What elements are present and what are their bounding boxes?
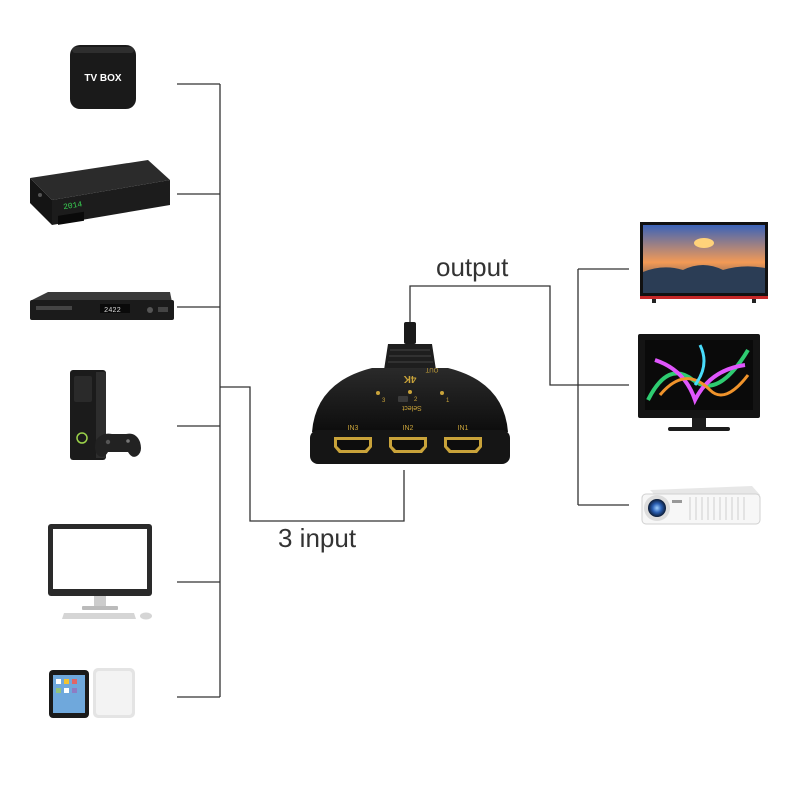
desktop-computer-icon — [48, 524, 152, 620]
hdmi-switch-icon: 4K OUT Select 3 2 1 IN3 IN2 IN1 — [310, 322, 510, 464]
projector-icon — [641, 486, 761, 525]
switch-led-2: 2 — [414, 397, 418, 403]
switch-select-label: Select — [402, 404, 422, 411]
switch-led-3: 3 — [382, 398, 386, 404]
dvd-display: 2422 — [104, 307, 121, 315]
set-top-display: 2014 — [63, 200, 84, 212]
hdmi-port-in3 — [334, 437, 372, 453]
hdmi-port-in1 — [444, 437, 482, 453]
game-console-icon — [70, 370, 141, 460]
connector-switch-to-outputs — [409, 285, 629, 386]
input-connector-lines — [177, 83, 405, 698]
tv-icon — [640, 222, 768, 303]
switch-port-label-in1: IN1 — [458, 425, 469, 432]
switch-led-1: 1 — [446, 398, 450, 404]
tv-box-icon: TV BOX — [70, 45, 136, 109]
monitor-icon — [638, 334, 760, 431]
output-connector-lines — [409, 268, 629, 506]
set-top-box-icon: 2014 — [30, 160, 170, 225]
output-label: output — [436, 252, 509, 282]
hdmi-port-in2 — [389, 437, 427, 453]
switch-brand-label: 4K — [403, 373, 417, 384]
switch-port-label-in2: IN2 — [403, 425, 414, 432]
dvd-player-icon: 2422 — [30, 292, 174, 320]
switch-out-label: OUT — [425, 366, 438, 372]
tablet-icon — [49, 668, 135, 718]
connector-bus-to-switch — [220, 386, 405, 522]
input-label: 3 input — [278, 523, 357, 553]
switch-port-label-in3: IN3 — [348, 425, 359, 432]
tv-box-label: TV BOX — [84, 73, 122, 84]
